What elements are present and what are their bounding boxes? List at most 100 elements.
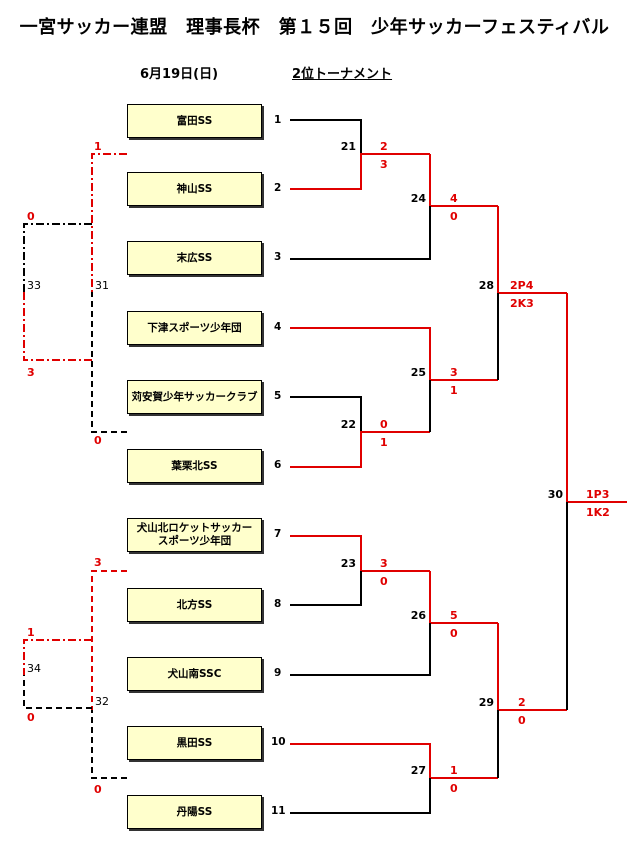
seed-number: 2 bbox=[274, 182, 282, 194]
match-number: 26 bbox=[411, 609, 427, 622]
seed-number: 3 bbox=[274, 251, 282, 263]
team-box-4: 下津スポーツ少年団 bbox=[127, 311, 262, 345]
team-name: 下津スポーツ少年団 bbox=[147, 321, 242, 334]
score-top: 2 bbox=[380, 140, 388, 153]
match-number: 27 bbox=[411, 764, 426, 777]
bracket-line bbox=[290, 119, 362, 154]
match-number: 29 bbox=[479, 696, 494, 709]
score-bottom: 0 bbox=[450, 210, 458, 223]
team-name: 黒田SS bbox=[176, 736, 213, 749]
seed-number: 5 bbox=[274, 390, 282, 402]
team-name: 犬山北ロケットサッカー スポーツ少年団 bbox=[136, 522, 253, 547]
score-bottom: 0 bbox=[94, 434, 102, 447]
match-number: 25 bbox=[411, 366, 426, 379]
team-name: 末広SS bbox=[176, 251, 213, 264]
seed-number: 9 bbox=[274, 667, 282, 679]
team-box-3: 末広SS bbox=[127, 241, 262, 275]
bracket-line bbox=[290, 623, 431, 676]
score-bottom: 3 bbox=[380, 158, 388, 171]
seed-number: 6 bbox=[274, 459, 282, 471]
bracket-line-winner bbox=[290, 327, 498, 381]
match-number: 24 bbox=[411, 192, 427, 205]
score-bottom: 3 bbox=[27, 366, 35, 379]
bracket-line-winner bbox=[91, 153, 127, 292]
team-box-9: 犬山南SSC bbox=[127, 657, 262, 691]
tournament-subtitle: 2位トーナメント bbox=[292, 67, 393, 82]
team-box-5: 苅安賀少年サッカークラブ bbox=[127, 380, 262, 414]
team-box-2: 神山SS bbox=[127, 172, 262, 206]
bracket-line bbox=[91, 710, 127, 779]
team-name: 苅安賀少年サッカークラブ bbox=[131, 390, 258, 403]
seed-number: 7 bbox=[274, 528, 282, 540]
seed-number: 11 bbox=[271, 805, 286, 817]
score-bottom: 0 bbox=[380, 575, 388, 588]
team-box-7: 犬山北ロケットサッカー スポーツ少年団 bbox=[127, 518, 262, 552]
match-number: 30 bbox=[548, 488, 564, 501]
score-bottom: 0 bbox=[94, 783, 102, 796]
match-number: 21 bbox=[341, 140, 356, 153]
score-top: 3 bbox=[380, 557, 388, 570]
team-name: 神山SS bbox=[176, 182, 213, 195]
score-top: 2P4 bbox=[510, 279, 534, 292]
match-number: 28 bbox=[479, 279, 494, 292]
bracket-line bbox=[290, 571, 362, 606]
team-name: 富田SS bbox=[176, 114, 213, 127]
score-bottom: 1 bbox=[450, 384, 458, 397]
score-top: 0 bbox=[380, 418, 388, 431]
score-bottom: 0 bbox=[450, 627, 458, 640]
bracket-line bbox=[23, 675, 92, 709]
bracket-line-winner bbox=[290, 743, 498, 779]
score-top: 0 bbox=[27, 210, 35, 223]
team-name: 葉栗北SS bbox=[171, 459, 218, 472]
page-title: 一宮サッカー連盟 理事長杯 第１５回 少年サッカーフェスティバル bbox=[19, 17, 610, 38]
team-name: 北方SS bbox=[176, 598, 213, 611]
match-number: 22 bbox=[341, 418, 356, 431]
bracket-line-winner bbox=[429, 154, 498, 207]
score-top: 5 bbox=[450, 609, 458, 622]
match-number: 34 bbox=[27, 662, 41, 675]
bracket-line-winner bbox=[290, 153, 430, 190]
match-date: 6月19日(日) bbox=[140, 67, 219, 82]
bracket-line bbox=[290, 206, 431, 260]
score-bottom: 2K3 bbox=[510, 297, 534, 310]
bracket-line-winner bbox=[290, 431, 430, 468]
bracket-line-winner bbox=[497, 623, 567, 711]
score-bottom: 1K2 bbox=[586, 506, 610, 519]
team-name: 丹陽SS bbox=[176, 805, 213, 818]
team-box-6: 葉栗北SS bbox=[127, 449, 262, 483]
score-top: 1 bbox=[450, 764, 458, 777]
score-top: 1 bbox=[94, 140, 102, 153]
bracket-line-winner bbox=[91, 570, 127, 710]
score-bottom: 0 bbox=[27, 711, 35, 724]
seed-number: 1 bbox=[274, 114, 282, 126]
score-top: 1 bbox=[27, 626, 35, 639]
score-top: 3 bbox=[450, 366, 458, 379]
score-top: 2 bbox=[518, 696, 526, 709]
team-box-11: 丹陽SS bbox=[127, 795, 262, 829]
seed-number: 10 bbox=[271, 736, 286, 748]
team-box-1: 富田SS bbox=[127, 104, 262, 138]
team-name: 犬山南SSC bbox=[167, 667, 222, 680]
bracket-line-winner bbox=[566, 293, 627, 503]
bracket-line-winner bbox=[23, 639, 92, 675]
bracket-line-winner bbox=[23, 292, 92, 361]
bracket-line bbox=[91, 292, 127, 433]
bracket-line-winner bbox=[429, 571, 498, 624]
score-bottom: 1 bbox=[380, 436, 388, 449]
score-bottom: 0 bbox=[450, 782, 458, 795]
bracket-line-winner bbox=[290, 535, 430, 572]
match-number: 32 bbox=[95, 695, 109, 708]
match-number: 33 bbox=[27, 279, 41, 292]
score-bottom: 0 bbox=[518, 714, 526, 727]
seed-number: 8 bbox=[274, 598, 282, 610]
score-top: 1P3 bbox=[586, 488, 609, 501]
seed-number: 4 bbox=[274, 321, 282, 333]
team-box-10: 黒田SS bbox=[127, 726, 262, 760]
team-box-8: 北方SS bbox=[127, 588, 262, 622]
match-number: 31 bbox=[95, 279, 109, 292]
bracket-line bbox=[23, 223, 92, 292]
bracket-line bbox=[290, 396, 362, 432]
bracket-line bbox=[290, 778, 431, 814]
match-number: 23 bbox=[341, 557, 356, 570]
